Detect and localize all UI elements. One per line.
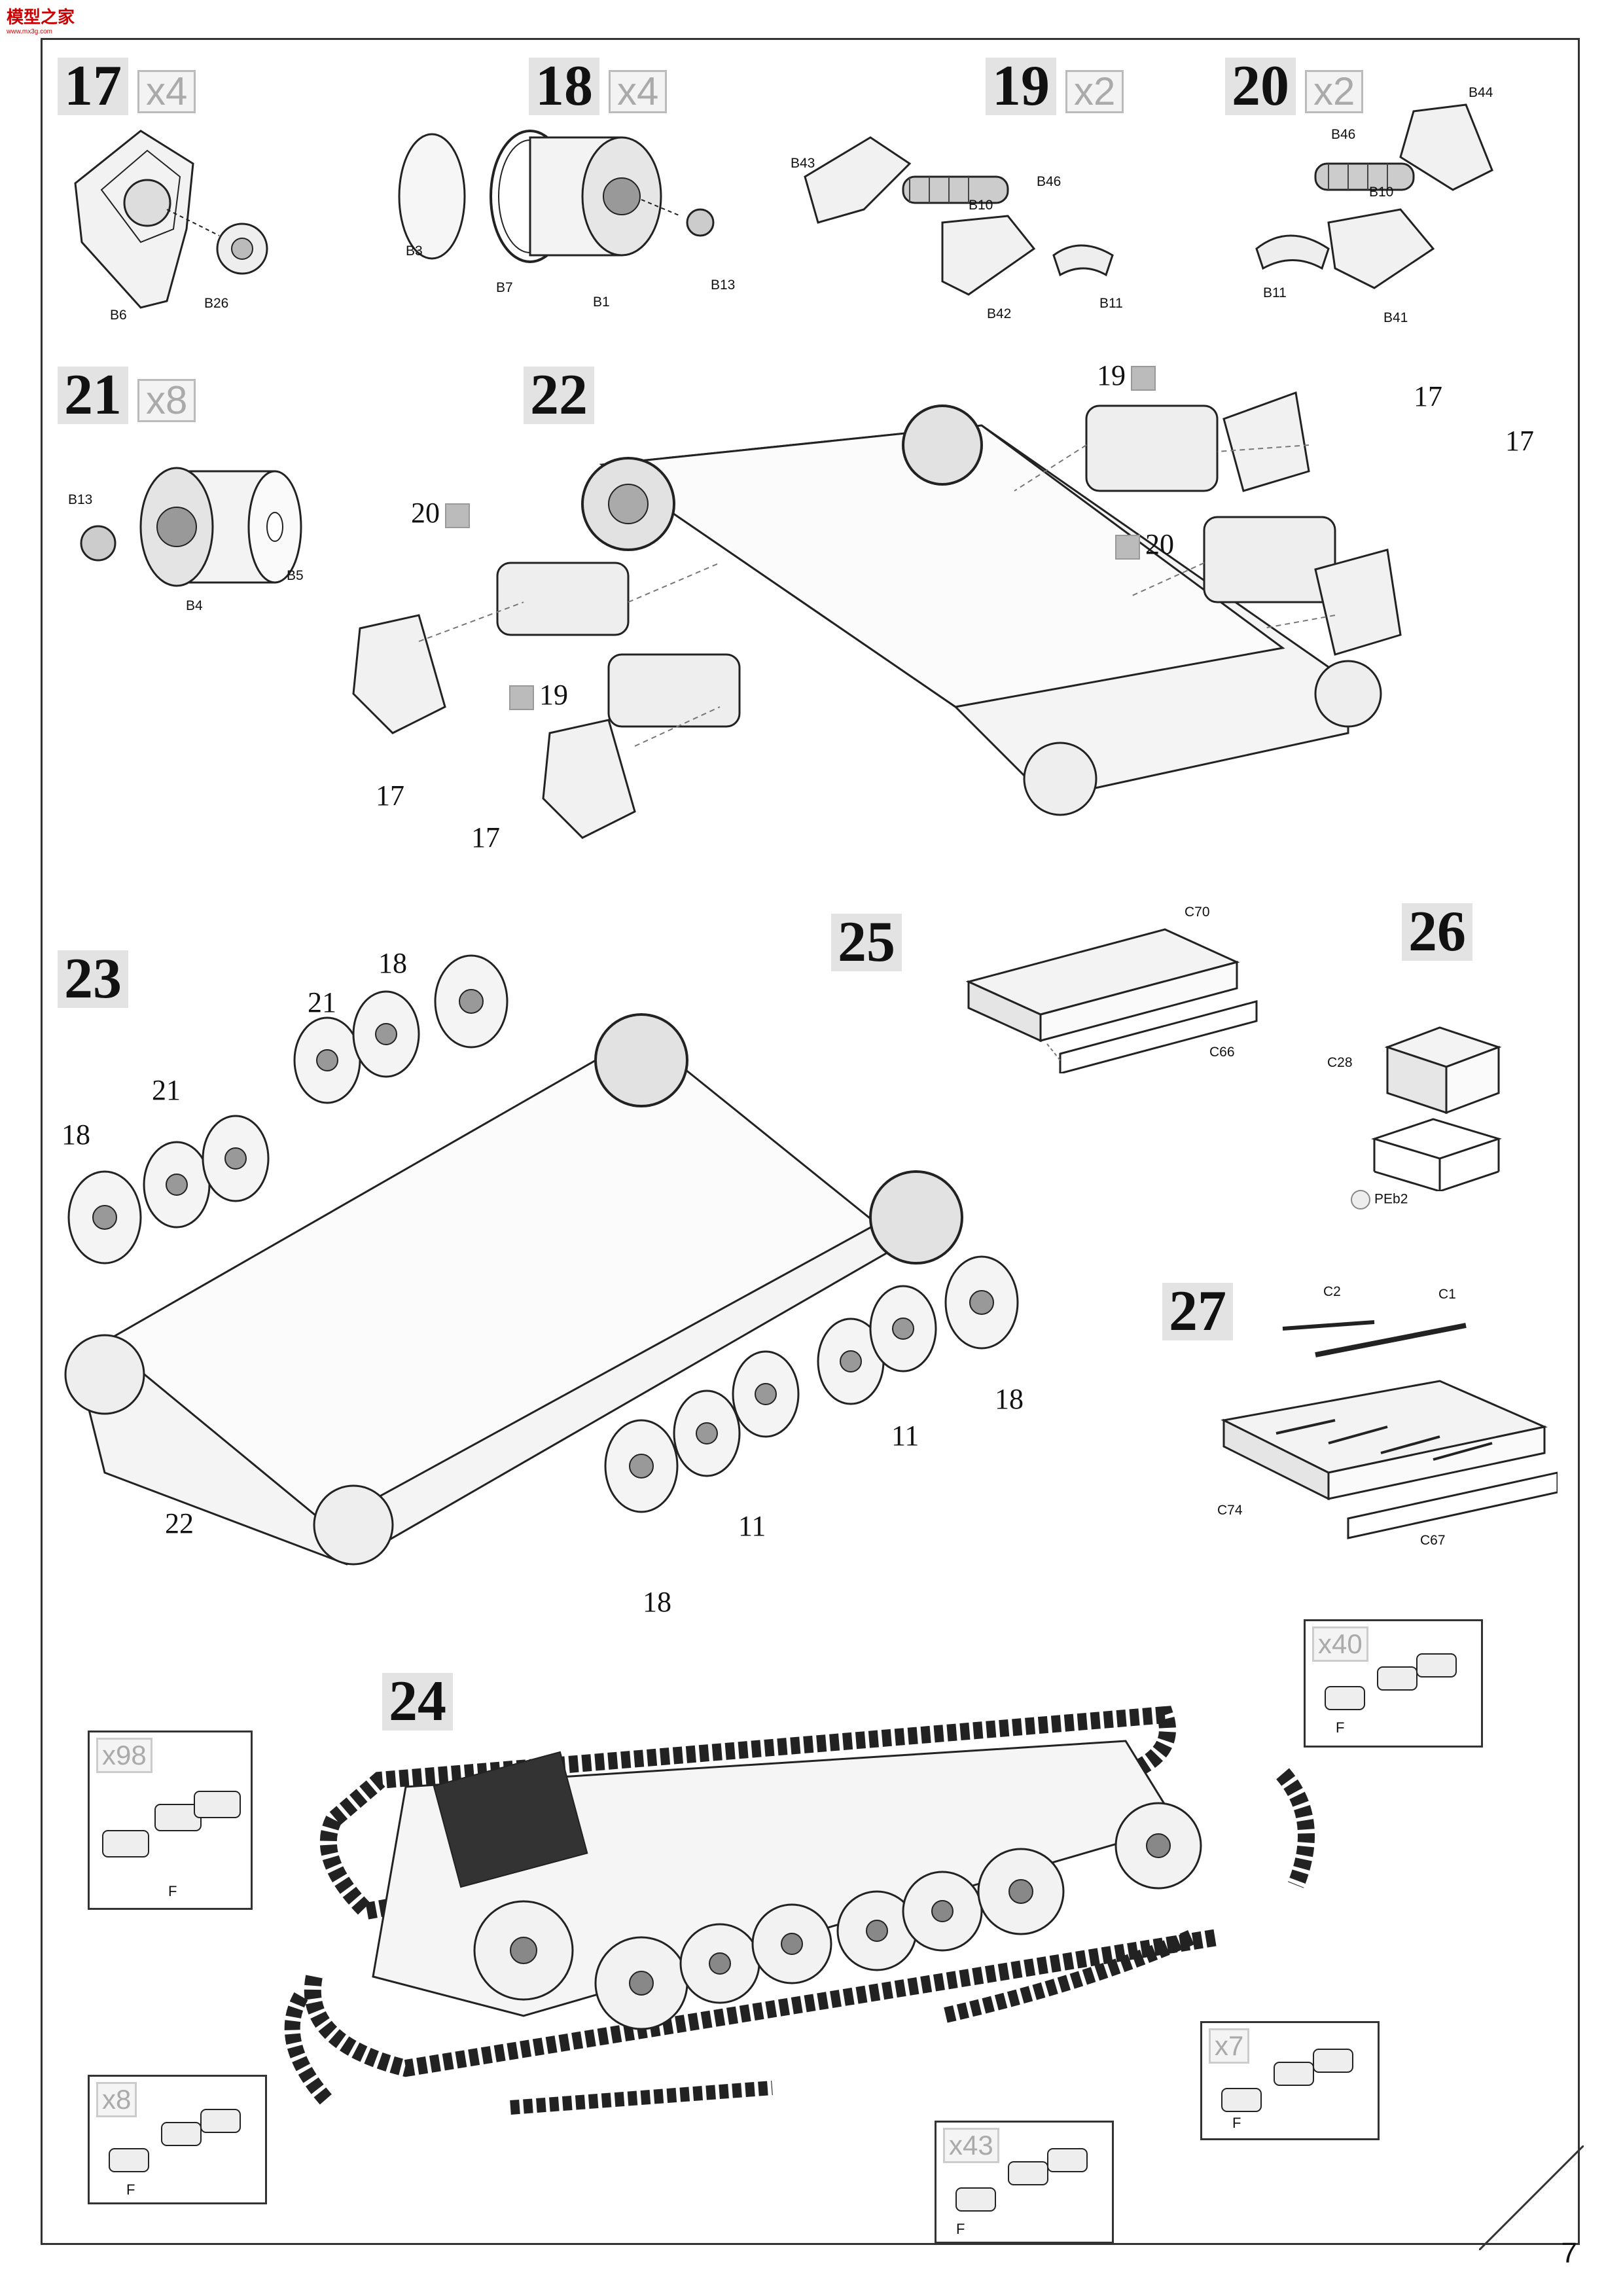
part-label: B43 (791, 156, 815, 171)
step-ref: 17 (376, 780, 404, 812)
track-detail-box: x98 F (88, 1731, 253, 1910)
part-label: C66 (1209, 1045, 1235, 1060)
part-label: C70 (1185, 905, 1210, 920)
step-ref: 21 (308, 986, 336, 1018)
step-ref: 18 (643, 1586, 671, 1618)
part-label: B46 (1331, 127, 1356, 142)
step-ref-icon (509, 685, 534, 710)
part-label: B41 (1383, 310, 1408, 325)
track-detail-box: x40 F (1304, 1619, 1483, 1748)
part-label: B44 (1469, 85, 1493, 100)
step-27-header: 27 (1162, 1283, 1233, 1340)
step-ref: 19 (1097, 359, 1161, 392)
part-label: B4 (186, 598, 203, 613)
step-24-drawing (284, 1706, 1315, 2115)
step-27-drawing (1221, 1320, 1558, 1539)
track-detail-box: x7 F (1200, 2021, 1380, 2140)
track-link-drawing (102, 1791, 241, 1857)
part-label: B5 (287, 568, 304, 583)
step-26-header: 26 (1402, 903, 1472, 961)
step-ref: 17 (471, 821, 500, 853)
step-ref-icon (1115, 534, 1140, 560)
part-label: B6 (110, 308, 127, 323)
part-label: C1 (1438, 1287, 1456, 1302)
part-label: B10 (969, 198, 993, 213)
track-link-drawing (955, 2148, 1088, 2212)
step-ref: 17 (1505, 425, 1534, 457)
photo-etch-icon (1351, 1190, 1370, 1210)
part-label: B13 (711, 278, 736, 293)
step-18-drawing (398, 130, 715, 263)
step-ref: 22 (165, 1507, 194, 1539)
part-label: C2 (1323, 1284, 1341, 1299)
step-ref: 11 (891, 1420, 919, 1452)
step-21-drawing (80, 467, 302, 587)
step-22-drawing (352, 391, 1402, 839)
step-24-header: 24 (382, 1673, 453, 1731)
step-ref: 19 (509, 678, 568, 711)
part-label: B7 (496, 280, 513, 295)
step-23-drawing (64, 954, 1019, 1566)
step-ref: 11 (738, 1510, 766, 1542)
part-label: B26 (204, 296, 229, 311)
track-link-drawing (109, 2109, 241, 2172)
step-23-header: 23 (58, 950, 128, 1008)
step-25-header: 25 (831, 914, 902, 971)
track-link-drawing (1221, 2049, 1353, 2112)
part-label: B13 (68, 492, 93, 507)
part-label: C74 (1217, 1503, 1243, 1518)
step-ref: 18 (62, 1119, 90, 1151)
part-label: C67 (1420, 1533, 1446, 1548)
track-link-drawing (1325, 1653, 1457, 1710)
track-detail-box: x8 F (88, 2075, 267, 2204)
step-ref-icon (445, 503, 470, 528)
step-ref: 18 (995, 1383, 1024, 1415)
step-ref: 18 (378, 947, 407, 979)
step-ref: 20 (1115, 528, 1174, 561)
page-corner-fold (1479, 2145, 1584, 2250)
part-label: B11 (1263, 285, 1287, 300)
step-ref-icon (1131, 365, 1156, 391)
step-ref: 21 (152, 1074, 181, 1106)
part-label: PEb2 (1351, 1190, 1408, 1210)
track-detail-box: x43 F (935, 2121, 1114, 2244)
part-label: B3 (406, 243, 423, 259)
part-label: B11 (1099, 296, 1123, 311)
part-label: B46 (1037, 174, 1061, 189)
step-20-drawing (1255, 103, 1493, 289)
step-26-drawing (1371, 1026, 1502, 1191)
step-22-header: 22 (524, 367, 594, 424)
page-number: 7 (1561, 2237, 1577, 2269)
part-label: B42 (987, 306, 1012, 321)
part-label: B1 (593, 295, 610, 310)
part-label: C28 (1327, 1055, 1353, 1070)
part-label: B10 (1369, 185, 1394, 200)
watermark-logo: 模型之家 www.mx3g.com (7, 7, 75, 35)
step-ref: 17 (1414, 380, 1442, 412)
step-25-drawing (965, 928, 1258, 1073)
step-19-drawing (804, 136, 1114, 296)
step-17-drawing (74, 130, 268, 309)
step-ref: 20 (411, 496, 475, 529)
